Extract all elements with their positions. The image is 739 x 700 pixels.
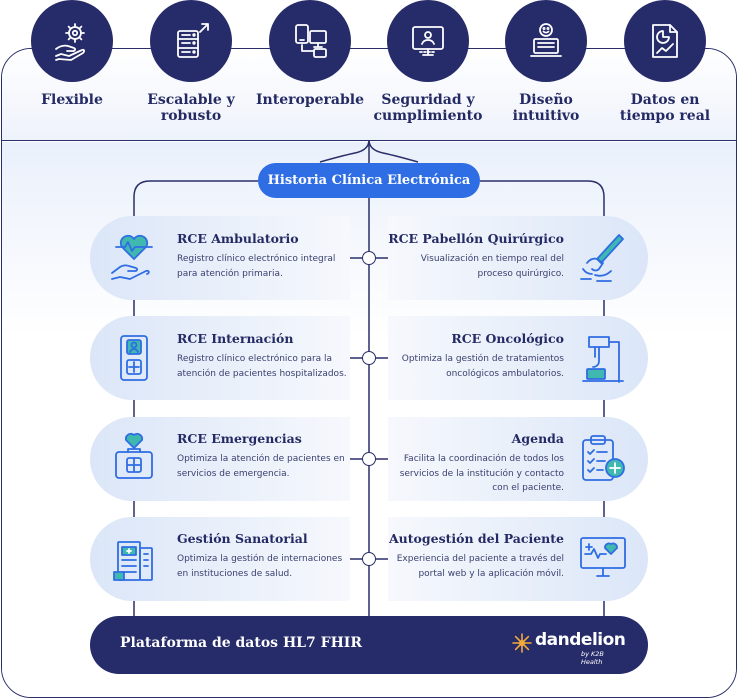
patient-id-icon bbox=[106, 330, 162, 386]
feature-seguridad: Seguridad y cumplimiento bbox=[373, 0, 483, 124]
devices-icon bbox=[269, 0, 351, 82]
module-description: Facilita la coordinación de todos los se… bbox=[399, 454, 564, 493]
module-title: Agenda bbox=[511, 431, 564, 446]
module-title: RCE Pabellón Quirúrgico bbox=[388, 231, 564, 246]
feature-label: Seguridad y cumplimiento bbox=[373, 92, 483, 124]
feature-interoperable: Interoperable bbox=[255, 0, 365, 108]
card-autogestion bbox=[388, 517, 648, 601]
module-title: RCE Ambulatorio bbox=[177, 231, 299, 246]
feature-diseno: Diseño intuitivo bbox=[491, 0, 601, 124]
features-band bbox=[2, 49, 736, 141]
card-rce-oncologico bbox=[388, 316, 648, 400]
card-gestion-sanatorial bbox=[90, 517, 350, 601]
card-agenda bbox=[388, 417, 648, 501]
feature-label: Interoperable bbox=[256, 92, 364, 108]
platform-bar: Plataforma de datos HL7 FHIR dandelion b… bbox=[90, 616, 648, 674]
heart-hand-icon bbox=[106, 229, 162, 285]
module-gestion-sanatorial: Gestión Sanatorial Optimiza la gestión d… bbox=[177, 531, 352, 581]
gear-hand-icon bbox=[31, 0, 113, 82]
module-rce-ambulatorio: RCE Ambulatorio Registro clínico electró… bbox=[177, 231, 352, 281]
connector-node bbox=[362, 552, 376, 566]
module-rce-internacion: RCE Internación Registro clínico electró… bbox=[177, 331, 352, 381]
heart-monitor-icon bbox=[575, 530, 631, 586]
brand-logo: dandelion by K2B Health bbox=[511, 630, 626, 666]
module-description: Optimiza la gestión de internaciones en … bbox=[177, 554, 343, 579]
smiley-laptop-icon bbox=[505, 0, 587, 82]
brand-name: dandelion bbox=[535, 630, 626, 650]
feature-label: Escalable y robusto bbox=[147, 92, 235, 124]
dandelion-flower-icon bbox=[512, 633, 532, 653]
card-rce-internacion bbox=[90, 316, 350, 400]
feature-label: Flexible bbox=[41, 92, 103, 108]
first-aid-kit-icon bbox=[106, 430, 162, 486]
module-title: RCE Internación bbox=[177, 331, 294, 346]
module-description: Visualización en tiempo real del proceso… bbox=[420, 254, 564, 279]
feature-datos: Datos en tiempo real bbox=[610, 0, 720, 124]
connector-node bbox=[362, 452, 376, 466]
feature-label: Diseño intuitivo bbox=[512, 92, 580, 124]
secure-monitor-icon bbox=[387, 0, 469, 82]
hospital-building-icon bbox=[106, 530, 162, 586]
scalpel-hand-icon bbox=[575, 229, 631, 285]
module-rce-emergencias: RCE Emergencias Optimiza la atención de … bbox=[177, 431, 352, 481]
feature-escalable: Escalable y robusto bbox=[136, 0, 246, 124]
module-agenda: Agenda Facilita la coordinación de todos… bbox=[388, 431, 564, 496]
iv-drip-icon bbox=[575, 329, 631, 385]
server-growth-icon bbox=[150, 0, 232, 82]
platform-label: Plataforma de datos HL7 FHIR bbox=[120, 635, 362, 651]
module-rce-oncologico: RCE Oncológico Optimiza la gestión de tr… bbox=[388, 331, 564, 381]
connector-node bbox=[362, 351, 376, 365]
module-rce-pabellon: RCE Pabellón Quirúrgico Visualización en… bbox=[388, 231, 564, 281]
module-autogestion: Autogestión del Paciente Experiencia del… bbox=[388, 531, 564, 581]
brand-byline: by K2B Health bbox=[581, 650, 604, 666]
module-title: Gestión Sanatorial bbox=[177, 531, 308, 546]
chart-document-icon bbox=[624, 0, 706, 82]
module-title: RCE Emergencias bbox=[177, 431, 302, 446]
clipboard-checklist-icon bbox=[575, 430, 631, 486]
feature-flexible: Flexible bbox=[17, 0, 127, 108]
module-description: Experiencia del paciente a través del po… bbox=[396, 554, 564, 579]
module-description: Registro clínico electrónico integral pa… bbox=[177, 254, 336, 279]
connector-node bbox=[362, 251, 376, 265]
center-title-pill: Historia Clínica Electrónica bbox=[258, 163, 480, 198]
feature-label: Datos en tiempo real bbox=[619, 92, 711, 124]
module-description: Optimiza la gestión de tratamientos onco… bbox=[401, 354, 564, 379]
module-title: Autogestión del Paciente bbox=[388, 531, 564, 546]
module-description: Registro clínico electrónico para la ate… bbox=[177, 354, 347, 379]
module-description: Optimiza la atención de pacientes en ser… bbox=[177, 454, 345, 479]
module-title: RCE Oncológico bbox=[451, 331, 564, 346]
